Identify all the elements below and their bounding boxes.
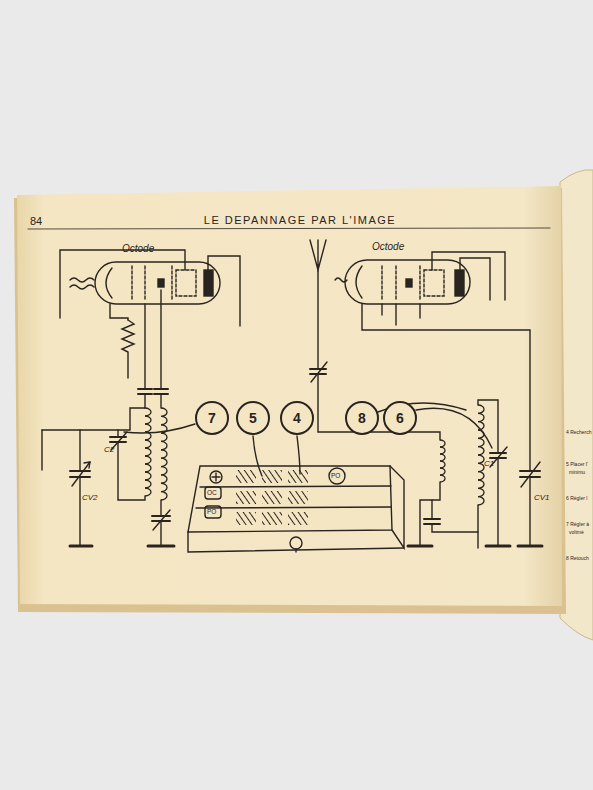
coil-winding	[478, 413, 484, 421]
callout-circle: 7	[195, 401, 229, 435]
coil-winding	[145, 440, 151, 448]
coil-winding	[161, 441, 167, 449]
coil-winding	[478, 488, 484, 496]
coil-winding	[440, 440, 445, 447]
callout-number: 7	[208, 411, 216, 425]
coil-winding	[145, 456, 151, 464]
coil-winding	[161, 450, 167, 458]
page-number: 84	[30, 216, 42, 227]
callout-circle: 4	[280, 401, 314, 435]
coil-winding	[161, 458, 167, 466]
coil-winding	[161, 492, 167, 500]
coil-winding	[145, 472, 151, 480]
tube-name: Octode	[372, 242, 404, 252]
coil-winding	[145, 408, 151, 416]
callout-number: 8	[358, 411, 366, 425]
coil-winding	[478, 430, 484, 438]
coil-winding	[145, 448, 151, 456]
page-text-fragment: voltmè	[569, 530, 584, 535]
coil-winding	[161, 416, 167, 424]
page-text-fragment: 6 Régler l	[566, 496, 587, 501]
coil-winding	[440, 461, 445, 468]
coil-winding	[161, 475, 167, 483]
coil-winding	[145, 480, 151, 488]
coil-winding	[440, 475, 445, 482]
coil-winding	[478, 472, 484, 480]
capacitor-label: C2	[104, 446, 114, 454]
coil-winding	[161, 483, 167, 491]
callout-number: 5	[249, 411, 257, 425]
coil-winding	[440, 447, 445, 454]
coil-winding	[478, 422, 484, 430]
tube-name: Octode	[122, 244, 154, 254]
coil-winding	[161, 467, 167, 475]
coil-winding	[145, 416, 151, 424]
page-text-fragment: 7 Régler à	[566, 522, 589, 527]
callout-circle: 6	[383, 401, 417, 435]
coil-winding	[440, 468, 445, 475]
coil-winding	[145, 464, 151, 472]
page-text-fragment: minimu	[569, 470, 585, 475]
coil-winding	[478, 447, 484, 455]
page-text-fragment: 5 Placer l'	[566, 462, 588, 467]
page-header: LE DEPANNAGE PAR L'IMAGE	[204, 215, 396, 226]
coil-winding	[478, 463, 484, 471]
coil-winding	[478, 438, 484, 446]
coil-winding	[161, 408, 167, 416]
coil-winding	[145, 424, 151, 432]
page-text-fragment: 8 Retouch	[566, 556, 589, 561]
coil-winding	[145, 432, 151, 440]
coil-winding	[145, 488, 151, 496]
band-label: PO	[207, 509, 216, 516]
page-text-fragment: 4 Recherch	[566, 430, 592, 435]
band-label: OC	[207, 490, 217, 497]
coil-winding	[478, 405, 484, 413]
band-label: PO	[331, 473, 340, 480]
coil-winding	[478, 480, 484, 488]
callout-circle: 8	[345, 401, 379, 435]
capacitor-label: CV1	[534, 494, 550, 502]
coil-winding	[161, 425, 167, 433]
capacitor-label: CV2	[82, 494, 98, 502]
callout-circle: 5	[236, 401, 270, 435]
coil-winding	[440, 454, 445, 461]
callout-number: 4	[293, 411, 301, 425]
callout-number: 6	[396, 411, 404, 425]
coil-winding	[161, 433, 167, 441]
capacitor-label: C1	[484, 460, 494, 468]
coil-winding	[478, 497, 484, 505]
coil-winding	[478, 455, 484, 463]
